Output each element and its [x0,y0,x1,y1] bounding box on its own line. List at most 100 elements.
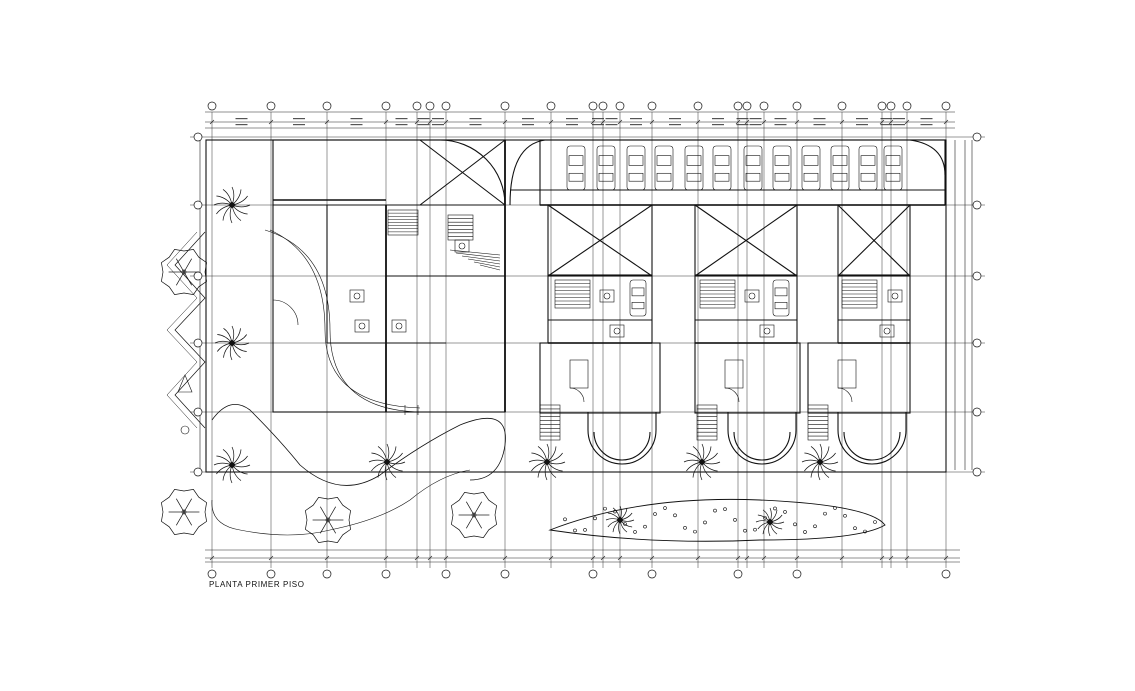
tree-branch [465,514,475,529]
dim-text-mark [417,124,430,126]
fixture [354,319,370,333]
bay-window [733,431,791,461]
tree-canopy [451,492,497,538]
car-icon [743,145,763,191]
palm-tree-icon [213,446,251,484]
dim-text-mark [920,118,933,120]
car-rear-window [631,302,645,310]
dim-text-mark [522,124,534,126]
tree-branch [183,511,193,526]
landscape-trees [161,186,839,543]
palm-trunk [817,459,823,465]
car-icon [883,145,903,191]
car-windshield [714,155,730,166]
dim-text-mark [856,118,868,120]
fixture [454,239,470,253]
palm-trunk [229,202,235,208]
palm-trunk [229,340,235,346]
dim-text-mark [469,124,482,126]
palm-tree-icon [528,443,566,481]
grid-bubble-icon [322,101,332,111]
car-body [743,145,763,191]
fixture [744,289,760,303]
car-windshield [628,155,644,166]
fixture [759,324,775,338]
grid-bubble-icon [193,200,203,210]
grid-bubble-icon [193,338,203,348]
tree-branch [183,271,193,286]
round-tree-icon [305,497,351,543]
fixture [395,322,403,330]
tree-branch [175,258,185,273]
parking-cars [566,145,903,317]
dim-text-mark [736,118,749,120]
car-body [830,145,850,191]
tree-trunk [325,517,331,523]
car-icon [830,145,850,191]
shrub-dot [603,506,607,511]
tree-branch [175,511,185,526]
diagonal [547,204,653,277]
car-icon [626,145,646,191]
car-icon [654,145,674,191]
bay-window [587,429,657,465]
unit-upper [547,204,653,276]
car-body [883,145,903,191]
dim-text-mark [920,124,933,126]
stair [807,404,829,441]
tree-branch [327,519,337,534]
dim-text-mark [566,118,578,120]
dim-text-mark [813,124,826,126]
garden-path [211,469,471,536]
hatch [449,249,501,256]
grid-bubble-icon [193,271,203,281]
dim-text-mark [669,118,681,120]
garden-path [211,403,506,486]
shrub-dot [703,520,707,525]
grid-bubble-icon [193,467,203,477]
dim-text-mark [893,118,905,120]
curved-walkway [269,229,421,409]
grid-bubble-icon [381,569,391,579]
grid-bubble-icon [792,569,802,579]
dim-text-mark [293,124,305,126]
shrub-dot [673,513,677,518]
door [404,405,419,415]
tree-branch [175,271,185,286]
tree-branch [319,506,329,521]
corner-arc [909,139,946,176]
car-rear-window [568,172,584,182]
dim-text-mark [893,124,905,126]
hatch [455,252,501,259]
grid-bubble-icon [266,101,276,111]
palm-tree-icon [214,325,250,361]
car-windshield [686,155,702,166]
tree-canopy [161,489,207,535]
grid-bubble-icon [972,271,982,281]
car-rear-window [656,172,672,182]
shrub-dot [763,516,767,520]
car-rear-window [832,172,848,182]
fixture [609,324,625,338]
car-icon [772,279,790,317]
shrub-dot [853,526,857,530]
fixture [879,324,895,338]
grid-bubble-icon [902,101,912,111]
hatch [479,264,501,271]
hatch [461,255,501,262]
shrub-dot [743,528,747,533]
shrub-dot [783,510,787,514]
bay-window [593,431,651,461]
car-rear-window [774,302,788,310]
dim-text-mark [856,124,868,126]
north-arrow-icon [177,374,193,393]
grid-bubble-icon [837,101,847,111]
car-icon [712,145,732,191]
fixture [887,289,903,303]
grid-bubble-icon [500,101,510,111]
hatch [467,258,501,265]
car-rear-window [745,172,761,182]
dim-text-mark [605,118,618,120]
palm-trunk [384,459,390,465]
